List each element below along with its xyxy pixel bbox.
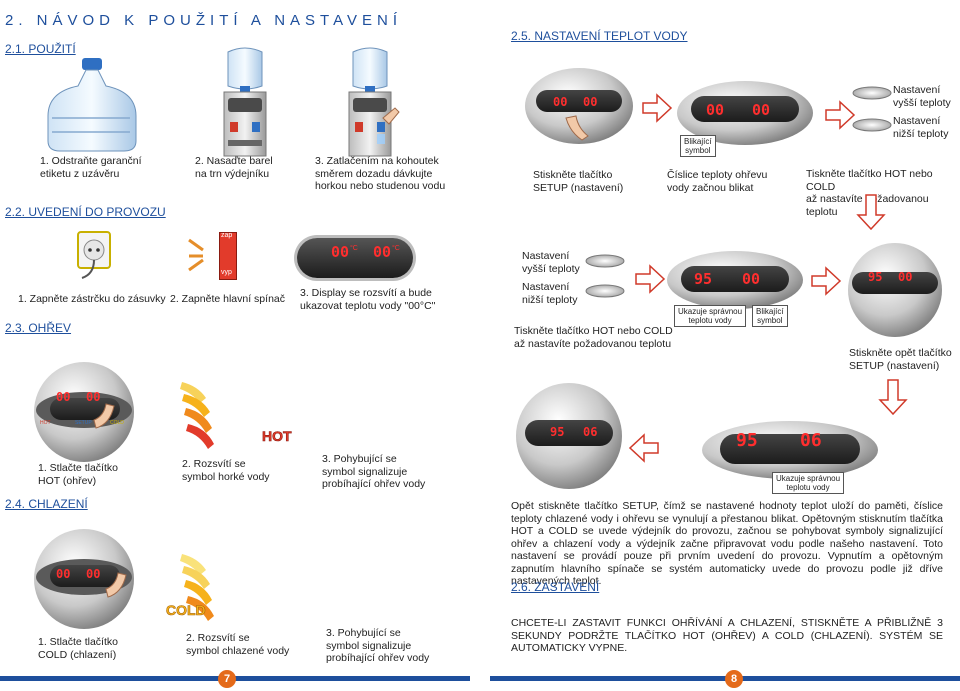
page-title: 2. NÁVOD K POUŽITÍ A NASTAVENÍ [5,12,403,29]
switch-press-arrows [188,238,204,272]
section-heading-2-1: 2.1. POUŽITÍ [5,42,76,56]
water-bottle-illustration [47,58,137,152]
setup-panel-digits-a: 00 [553,95,568,109]
correct-temp-callout-1: Ukazuje správnou teplotu vody [674,305,747,327]
display-cold-unit: °C [392,245,400,252]
lower-temp-label-2: Nastavení nižší teploty [522,281,578,306]
lower-temp-label-1: Nastavení nižší teploty [893,115,949,140]
setpanel-digits-a: 95 [694,270,713,288]
step-cold-symbol: 2. Rozsvítí se symbol chlazené vody [186,632,290,657]
hot-word: HOT [262,428,292,445]
leaf-button-higher-1 [852,86,892,100]
cold-panel-digits-a: 00 [56,567,71,581]
step-adjust-temp-2: Tiskněte tlačítko HOT nebo COLD až nasta… [514,325,673,350]
section-heading-2-2: 2.2. UVEDENÍ DO PROVOZU [5,205,166,219]
arrow-right-3 [635,264,666,294]
higher-temp-label-2: Nastavení vyšší teploty [522,250,580,275]
display-hot-unit: °C [350,245,358,252]
down-arrow-2 [878,379,908,416]
section-heading-2-6: 2.6. ZASTAVENÍ [511,580,600,594]
dispenser-panel-final-zoom [702,421,878,479]
higher-temp-label-1: Nastavení vyšší teploty [893,84,951,109]
section-heading-2-3: 2.3. OHŘEV [5,321,72,335]
stop-instructions: CHCETE-LI ZASTAVIT FUNKCI OHŘÍVÁNÍ A CHL… [511,617,943,654]
page-number-left: 7 [218,670,236,688]
setup-button-small: SETUP [75,420,92,426]
step-digits-blink: Číslice teploty ohřevu vody začnou blika… [667,169,768,194]
step-plug-in: 1. Zapněte zástrčku do zásuvky [18,293,166,305]
dispenser-panel-hot-press [34,362,134,462]
hot-symbol-illustration [180,382,214,449]
step-display-shows: 3. Display se rozsvítí a bude ukazovat t… [300,287,436,312]
section-heading-2-4: 2.4. CHLAZENÍ [5,497,88,511]
zoom-digits-a: 95 [736,430,758,451]
dispenser-panel-setup-press [525,68,633,144]
setup2-digits-a: 95 [868,270,883,284]
dispenser-panel-setup-again [848,243,942,337]
setup2-digits-b: 00 [898,270,913,284]
correct-temp-callout-2: Ukazuje správnou teplotu vody [772,472,845,494]
step-press-setup-again: Stiskněte opět tlačítko SETUP (nastavení… [849,347,952,372]
blink-panel-digits-b: 00 [752,101,771,119]
dispenser-panel-blinking [677,81,813,145]
blink-panel-digits-a: 00 [706,101,725,119]
arrow-right-4 [811,266,842,296]
dispenser-panel-cold-press [34,529,134,629]
final-digits-b: 06 [583,425,598,439]
step-press-cold: 1. Stlačte tlačítko COLD (chlazení) [38,636,118,661]
blinking-symbol-callout: Blikající symbol [680,135,716,157]
section-heading-2-5: 2.5. NASTAVENÍ TEPLOT VODY [511,29,688,43]
cold-panel-digits-b: 00 [86,567,101,581]
switch-on-label: zap [221,232,233,239]
final-digits-a: 95 [550,425,565,439]
setpanel-digits-b: 00 [742,270,761,288]
hot-panel-digits-b: 00 [86,390,101,404]
arrow-left-5 [628,433,659,463]
step-dispense: 3. Zatlačením na kohoutek směrem dozadu … [315,155,446,192]
display-panel-power: 00 °C 00 °C [297,238,413,278]
dispenser-panel-set-temp [667,251,803,309]
cold-symbol-illustration [180,554,214,621]
leaf-button-lower-1 [852,118,892,132]
hot-panel-digits-a: 00 [56,390,71,404]
setup-panel-digits-b: 00 [583,95,598,109]
down-arrow-1 [856,194,886,231]
cold-word: COLD [166,602,206,619]
dispenser-with-barrel-illustration [223,47,267,157]
step-main-switch: 2. Zapněte hlavní spínač [170,293,285,305]
step-remove-label: 1. Odstraňte garanční etiketu z uzávěru [40,155,142,180]
step-press-setup: Stiskněte tlačítko SETUP (nastavení) [533,169,624,194]
step-hot-symbol: 2. Rozsvítí se symbol horké vody [182,458,270,483]
display-hot-digits: 00 [331,243,350,261]
dispenser-dispensing-illustration [348,47,400,157]
display-cold-digits: 00 [373,243,392,261]
zoom-digits-b: 06 [800,430,822,451]
leaf-button-lower-2 [585,284,625,298]
step-mount-barrel: 2. Nasaďte barel na trn výdejníku [195,155,273,180]
cold-button-small: COLD [110,420,124,426]
power-socket-illustration [77,231,111,279]
hot-button-small: HOT [40,420,51,426]
main-switch [219,232,237,280]
step-cold-progress: 3. Pohybující se symbol signalizuje prob… [326,627,430,664]
page-number-right: 8 [725,670,743,688]
dispenser-panel-final [516,383,622,489]
step-press-hot: 1. Stlačte tlačítko HOT (ohřev) [38,462,118,487]
setup-paragraph: Opět stiskněte tlačítko SETUP, čímž se n… [511,500,943,587]
blinking-symbol-callout-2: Blikající symbol [752,305,788,327]
step-hot-progress: 3. Pohybující se symbol signalizuje prob… [322,453,426,490]
arrow-right-1 [642,93,673,123]
arrow-right-2 [825,100,856,130]
leaf-button-higher-2 [585,254,625,268]
switch-off-label: vyp [221,269,232,276]
step-adjust-temp: Tiskněte tlačítko HOT nebo COLD až nasta… [806,168,933,218]
